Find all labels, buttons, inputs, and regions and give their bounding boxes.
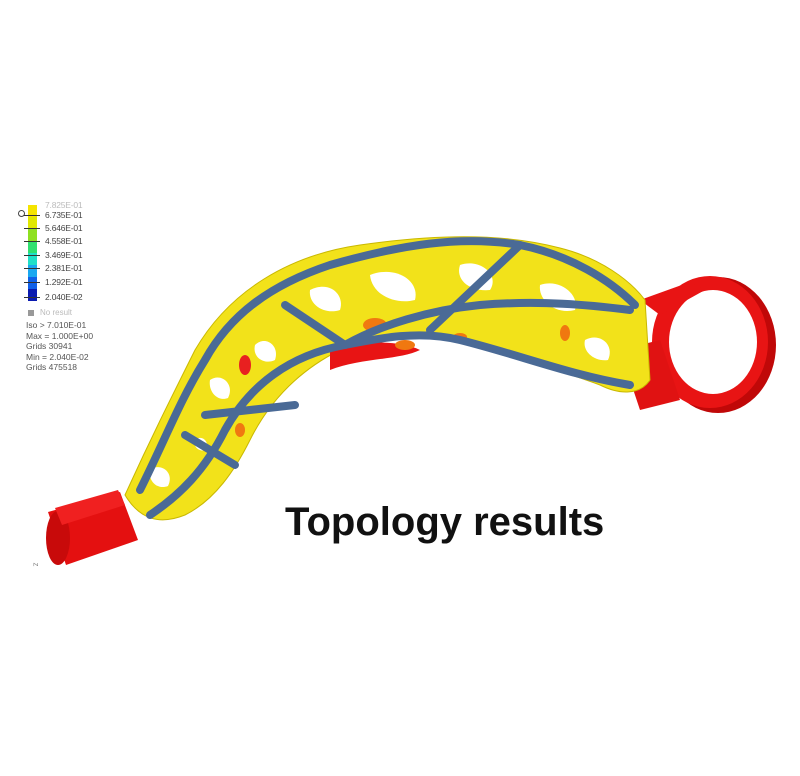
ring-mount	[620, 276, 776, 413]
legend-label-top: 7.825E-01	[45, 200, 83, 210]
legend-label: 6.735E-01	[45, 210, 83, 220]
legend-swatch	[28, 229, 37, 241]
no-result-swatch	[28, 309, 34, 316]
legend-swatch	[28, 205, 37, 217]
legend-swatch	[28, 253, 37, 265]
legend-swatch	[28, 217, 37, 229]
legend-label: 4.558E-01	[45, 236, 83, 246]
legend-swatch	[28, 265, 37, 277]
color-scale-bar	[28, 205, 37, 301]
legend-origin-icon	[18, 210, 25, 217]
legend-label: 2.381E-01	[45, 263, 83, 273]
bushing-mount	[46, 490, 138, 565]
strut-overlay	[136, 237, 639, 519]
legend-label: 1.292E-01	[45, 277, 83, 287]
legend-label: 5.646E-01	[45, 223, 83, 233]
legend-swatch	[28, 241, 37, 253]
stat-grids-min: Grids 475518	[26, 362, 78, 372]
legend-swatch	[28, 277, 37, 289]
legend-swatch	[28, 289, 37, 301]
axis-triad-icon: z	[31, 562, 41, 567]
optimized-arm	[124, 236, 651, 521]
stat-iso: Iso > 7.010E-01	[26, 320, 87, 330]
result-stats: Iso > 7.010E-01 Max = 1.000E+00 Grids 30…	[26, 320, 93, 373]
stat-max: Max = 1.000E+00	[26, 330, 94, 341]
legend-label: 2.040E-02	[45, 292, 83, 302]
caption-title: Topology results	[285, 500, 605, 544]
stat-min: Min = 2.040E-02	[26, 351, 89, 362]
legend-label: 3.469E-01	[45, 250, 83, 260]
no-result-entry: No result	[28, 308, 72, 317]
no-result-label: No result	[40, 308, 73, 317]
stat-grids-max: Grids 30941	[26, 341, 73, 351]
